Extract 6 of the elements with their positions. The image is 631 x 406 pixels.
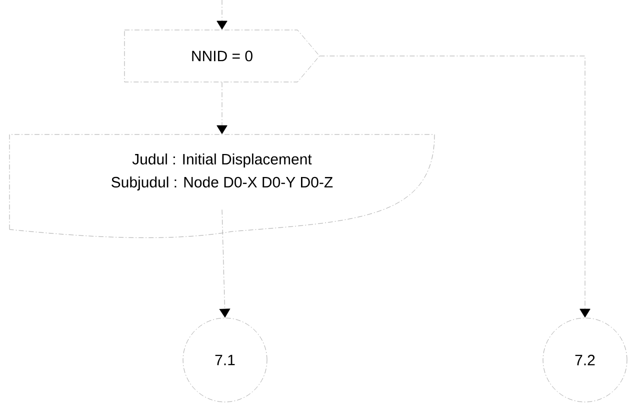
display-box: NNID = 0: [124, 30, 320, 82]
document-box: Judul : Initial Displacement Subjudul : Node D0-X D0-Y D0-Z: [9, 134, 435, 238]
arrow: [216, 82, 228, 134]
arrow: [319, 56, 590, 318]
arrow: [216, 0, 228, 30]
arrow: [219, 209, 230, 318]
